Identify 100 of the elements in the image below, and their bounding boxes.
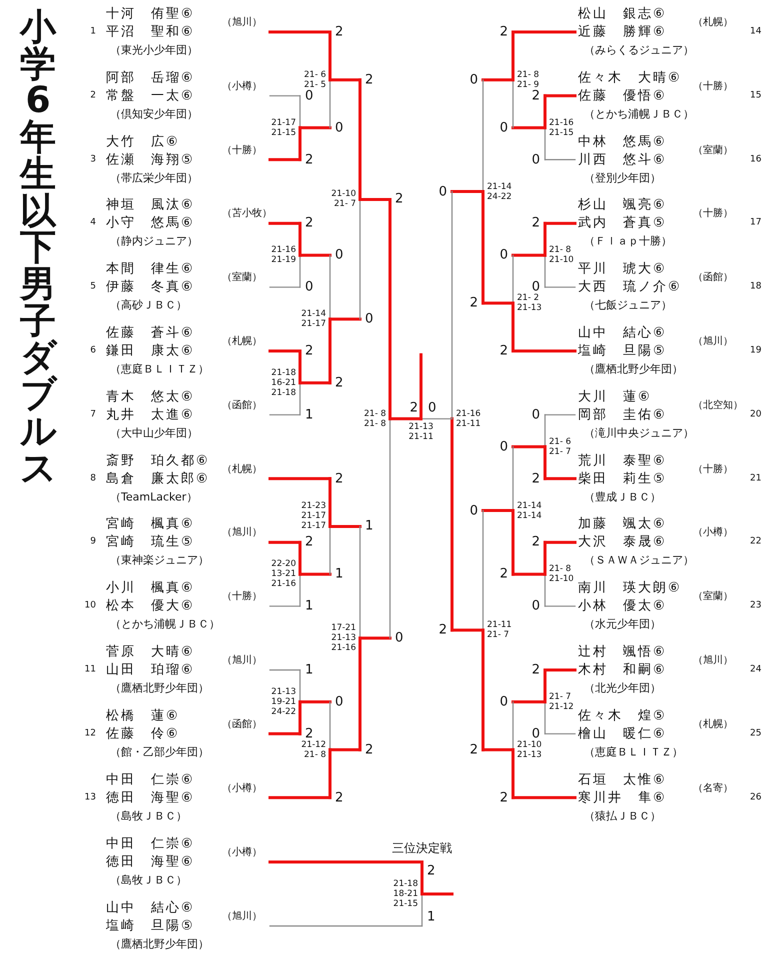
match-score: 1 [305,408,314,422]
game-score: 21-17 [271,118,296,127]
seed-number: 24 [750,666,762,674]
game-score: 21-12 [549,702,574,712]
game-score: 21-10 [517,740,542,749]
club-name: （とかち浦幌ＪＢＣ） [110,618,220,630]
match-score: 2 [395,192,404,206]
match-score: 2 [305,216,314,230]
player-name: 松橋 蓮⑥ [106,709,180,722]
seed-number: 10 [84,602,96,611]
match-score: 2 [335,376,344,390]
third-place-heading: 三位決定戦 [392,842,452,854]
player-name: 鎌田 康太⑥ [106,344,195,358]
player-name: 中田 仁崇⑥ [106,773,195,786]
match-score: 2 [500,26,508,38]
club-name: （ＳＡＷＡジュニア） [584,554,694,566]
game-score: 21-17 [301,512,326,521]
club-name: （東光小少年団） [110,44,198,56]
match-score: 2 [305,536,314,549]
player-name: 中林 悠馬⑥ [578,135,667,148]
match-score: 0 [335,695,344,708]
game-score: 16-21 [271,378,296,388]
club-name: （滝川中央ジュニア） [584,427,694,438]
seed-number: 22 [750,538,762,547]
player-name: 辻村 颯悟⑥ [578,646,667,658]
club-name: （Ｆｌａｐ十勝） [584,236,672,247]
player-name: 南川 瑛大朗⑥ [578,582,682,595]
game-score: 21-10 [549,575,574,584]
club-name: （倶知安少年団） [110,108,198,120]
seed-number: 8 [90,474,96,484]
game-score: 21-16 [331,644,356,652]
player-name: 徳田 海聖⑥ [106,791,195,804]
match-score: 2 [410,401,418,414]
club-name: （猿払ＪＢＣ） [584,810,661,822]
seed-number: 23 [750,602,762,611]
game-score: 21-13 [331,634,356,642]
club-name: （北光少年団） [584,682,661,694]
game-score: 21-11 [456,420,481,428]
player-name: 宮崎 楓真⑥ [106,518,195,531]
game-score: 17-21 [331,624,356,632]
city-name: （十勝） [693,82,733,92]
seed-number: 20 [750,410,762,420]
player-name: 山中 結心⑥ [578,326,667,340]
city-name: （小樽） [222,848,262,858]
player-name: 佐々木 大晴⑥ [578,71,682,84]
player-name: 大川 蓮⑥ [578,390,652,404]
match-score: 1 [365,520,374,533]
city-name: （旭川） [222,912,262,922]
player-name: 青木 悠太⑥ [106,390,195,404]
match-score: 0 [500,695,508,708]
city-name: （室蘭） [222,273,262,284]
game-score: 21-16 [549,118,574,127]
city-name: （小樽） [222,784,262,794]
player-name: 佐瀬 海翔⑤ [106,153,195,166]
city-name: （旭川） [222,528,262,538]
match-score: 0 [470,73,478,86]
match-score: 0 [500,440,508,454]
game-score: 21- 8 [549,246,571,255]
seed-number: 13 [84,793,96,802]
city-name: （十勝） [222,146,262,156]
city-name: （北空知） [693,400,743,411]
match-score: 0 [500,248,508,262]
seed-number: 3 [90,155,96,164]
seed-number: 9 [90,538,96,547]
game-score: 21- 2 [517,294,539,302]
city-name: （十勝） [222,592,262,602]
city-name: （函館） [222,400,262,411]
city-name: （札幌） [693,18,733,28]
match-score: 2 [335,791,344,804]
player-name: 大竹 広⑥ [106,135,180,148]
player-name: 柴田 莉生⑤ [578,472,667,486]
player-name: 小守 悠馬⑥ [106,216,195,230]
player-name: 塩崎 旦陽⑤ [106,920,195,932]
player-name: 十河 侑聖⑥ [106,8,195,20]
club-name: （登別少年団） [584,172,661,184]
match-score: 2 [500,568,508,581]
game-score: 21-14 [517,511,542,520]
player-name: 小林 優太⑥ [578,600,667,613]
game-score: 21- 8 [517,70,539,80]
club-name: （水元少年団） [584,618,661,630]
player-name: 岡部 圭佑⑥ [578,408,667,422]
city-name: （苫小牧） [222,209,272,220]
match-score: 0 [532,600,540,613]
player-name: 宮崎 琉生⑤ [106,536,195,549]
match-score: 0 [438,185,447,198]
club-name: （恵庭ＢＬＩＴＺ） [584,746,683,758]
match-score: 2 [365,743,374,756]
club-name: （鷹栖北野少年団） [110,682,209,694]
seed-number: 18 [750,282,762,292]
match-score: 2 [500,344,508,358]
player-name: 大沢 泰晟⑥ [578,536,667,549]
match-score: 1 [335,568,344,581]
game-score: 21- 6 [304,70,326,80]
city-name: （名寄） [693,784,733,794]
game-score: 21-13 [271,688,296,696]
game-score: 21-14 [301,310,326,318]
club-name: （豊成ＪＢＣ） [584,491,661,502]
seed-number: 15 [750,91,762,100]
match-score: 0 [532,280,540,294]
game-score: 21-13 [517,304,542,312]
